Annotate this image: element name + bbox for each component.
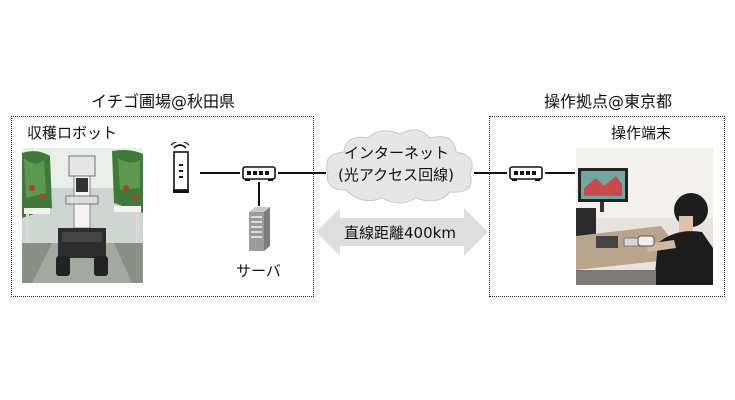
cloud-label-line2: (光アクセス回線) xyxy=(338,166,454,184)
internet-cloud: インターネット (光アクセス回線) xyxy=(322,124,478,206)
server-label: サーバ xyxy=(236,262,281,280)
link-cloud-remote-switch xyxy=(474,172,507,174)
farm-site-box xyxy=(11,116,314,297)
operator-photo xyxy=(576,148,713,285)
robot-photo xyxy=(22,148,143,283)
distance-label: 直線距離400km xyxy=(344,224,456,242)
cloud-label-line1: インターネット xyxy=(344,144,450,162)
network-switch-icon-remote xyxy=(509,166,543,182)
network-switch-icon xyxy=(242,166,276,182)
distance-arrow: 直線距離400km xyxy=(316,208,488,256)
link-router-switch xyxy=(200,172,240,174)
server-icon xyxy=(247,206,271,252)
terminal-label: 操作端末 xyxy=(611,124,672,142)
operation-site-box xyxy=(489,116,725,297)
link-switch-server xyxy=(258,182,260,206)
robot-label: 収穫ロボット xyxy=(27,124,118,142)
operation-site-title: 操作拠点@東京都 xyxy=(544,92,673,111)
farm-site-title: イチゴ圃場@秋田県 xyxy=(91,92,236,111)
link-switch-cloud xyxy=(278,172,326,174)
wifi-router-icon xyxy=(170,140,194,194)
link-remote-switch-terminal xyxy=(545,172,575,174)
